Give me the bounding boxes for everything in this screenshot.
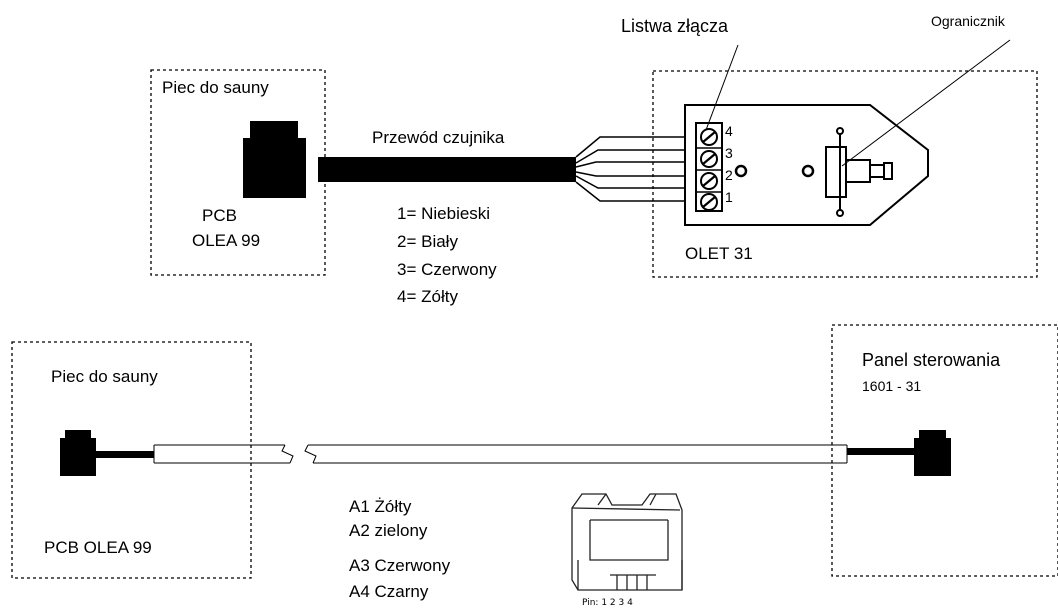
- wire-color-item: 2= Biały: [397, 232, 458, 251]
- bottom-pcb-label: PCB OLEA 99: [44, 538, 152, 557]
- terminal-pin-label: 1: [725, 189, 733, 205]
- cable-fanout: [575, 136, 684, 202]
- panel-title: Panel sterowania: [862, 350, 1001, 370]
- long-cable: [153, 444, 848, 464]
- terminal-pin-label: 3: [725, 145, 733, 161]
- bottom-heater-label: Piec do sauny: [51, 367, 158, 386]
- plug-wire-color-item: A1 Żółty: [349, 497, 412, 516]
- plug-wire-color-item: A2 zielony: [349, 521, 428, 540]
- olet-housing: [684, 104, 929, 226]
- top-pcb-line1: PCB: [202, 206, 237, 225]
- wire-color-item: 1= Niebieski: [397, 204, 491, 223]
- limiter-label: Ogranicznik: [931, 13, 1005, 29]
- sensor-box-label: OLET 31: [685, 244, 753, 263]
- mounting-hole: [734, 164, 748, 178]
- wire-color-item: 4= Zółty: [397, 287, 458, 306]
- mounting-hole: [801, 164, 815, 178]
- connector-leader: [705, 44, 739, 131]
- rj-plug-icon: [571, 493, 683, 591]
- wire-color-item: 3= Czerwony: [397, 260, 497, 279]
- bottom-heater-box: [11, 341, 252, 579]
- bottom-left-socket-icon: [60, 430, 96, 476]
- top-heater-label: Piec do sauny: [162, 78, 269, 97]
- top-pcb-line2: OLEA 99: [192, 231, 261, 250]
- connector-strip-label: Listwa złącza: [621, 16, 729, 36]
- olet-box: [652, 70, 1038, 278]
- bottom-right-socket-icon: [914, 430, 951, 476]
- terminal-pin-label: 2: [725, 167, 733, 183]
- top-heater-socket-icon: [243, 121, 306, 198]
- plug-pin-caption: Pin: 1 2 3 4: [582, 598, 633, 608]
- limiter-leader: [841, 39, 1011, 167]
- plug-wire-color-item: A4 Czarny: [349, 582, 429, 601]
- panel-box: [831, 324, 1058, 577]
- limiter-component: [825, 127, 893, 217]
- sensor-cable: [318, 157, 576, 182]
- panel-model: 1601 - 31: [862, 378, 922, 394]
- terminal-pin-label: 4: [725, 123, 733, 139]
- plug-wire-color-item: A3 Czerwony: [349, 556, 451, 575]
- sensor-cable-label: Przewód czujnika: [372, 128, 505, 147]
